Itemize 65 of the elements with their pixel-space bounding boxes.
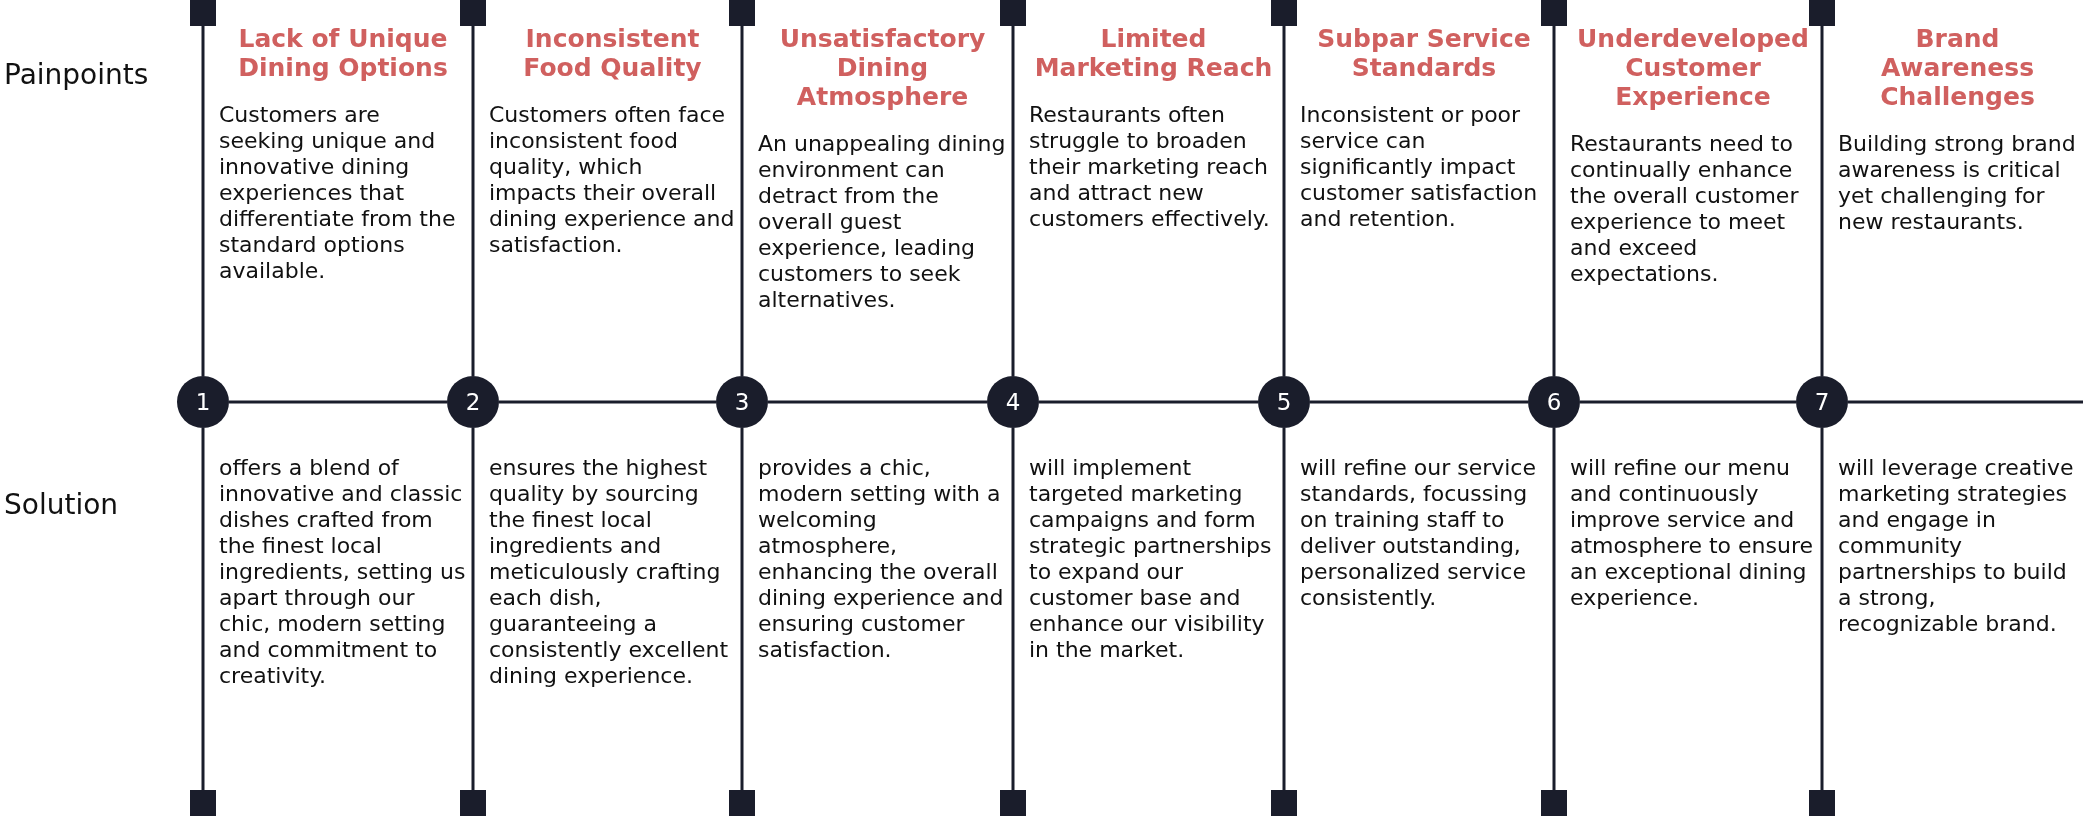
- painpoint-description: Customers often face inconsistent food quality, which impacts their overall dining experience and satisfaction.: [489, 102, 736, 258]
- step-number-circle: 5: [1258, 376, 1310, 428]
- connector-line: [1039, 400, 1258, 404]
- step-number-circle: 1: [177, 376, 229, 428]
- painpoint-description: Customers are seeking unique and innovative dining experiences that differentiate from the standard options available.: [219, 102, 457, 284]
- painpoint-description: Building strong brand awareness is critical yet challenging for new restaurants.: [1838, 131, 2077, 235]
- solution-description: will refine our service standards, focussing on training staff to deliver outstanding, personalized service consistently.: [1300, 455, 1537, 611]
- painpoint-description: An unappealing dining environment can detract from the overall guest experience, leading customers to seek alternatives.: [758, 131, 1007, 313]
- connector-line: [740, 428, 744, 790]
- connector-line: [201, 26, 205, 376]
- connector-line: [471, 428, 475, 790]
- connector-line: [471, 26, 475, 376]
- connector-line: [1011, 428, 1015, 790]
- solution-description: will leverage creative marketing strategies and engage in community partnerships to build a strong, recognizable brand.: [1838, 455, 2075, 637]
- connector-line: [768, 400, 987, 404]
- end-square: [460, 790, 486, 816]
- end-square: [1541, 790, 1567, 816]
- solution-description: ensures the highest quality by sourcing the finest local ingredients and meticulously crafting each dish, guaranteeing a consistently excellent dining experience.: [489, 455, 730, 689]
- step-number-circle: 2: [447, 376, 499, 428]
- connector-line: [229, 400, 447, 404]
- end-square: [1271, 790, 1297, 816]
- connector-line: [1310, 400, 1528, 404]
- end-square: [1809, 0, 1835, 26]
- step-number-circle: 4: [987, 376, 1039, 428]
- painpoint-heading: Lack of Unique Dining Options: [237, 24, 449, 82]
- connector-line: [1011, 26, 1015, 376]
- connector-line: [1848, 400, 2083, 404]
- solution-description: will implement targeted marketing campaigns and form strategic partnerships to expand our customer base and enhance our visibility in the market.: [1029, 455, 1273, 663]
- painpoint-heading: Inconsistent Food Quality: [522, 24, 703, 82]
- connector-line: [1552, 26, 1556, 376]
- painpoint-heading: Subpar Service Standards: [1316, 24, 1532, 82]
- connector-line: [1282, 428, 1286, 790]
- end-square: [1000, 0, 1026, 26]
- connector-line: [1820, 26, 1824, 376]
- connector-line: [201, 428, 205, 790]
- painpoint-heading: Unsatisfactory Dining Atmosphere: [778, 24, 987, 111]
- step-number-circle: 3: [716, 376, 768, 428]
- painpoint-description: Inconsistent or poor service can significantly impact customer satisfaction and retention.: [1300, 102, 1539, 232]
- row-title: Painpoints: [4, 58, 149, 91]
- end-square: [729, 790, 755, 816]
- painpoint-description: Restaurants often struggle to broaden their marketing reach and attract new customers effectively.: [1029, 102, 1271, 232]
- connector-line: [1580, 400, 1796, 404]
- end-square: [460, 0, 486, 26]
- connector-line: [1552, 428, 1556, 790]
- solution-description: offers a blend of innovative and classic dishes crafted from the finest local ingredients, setting us apart through our chic, modern setting and commitment to creativity.: [219, 455, 467, 689]
- end-square: [1541, 0, 1567, 26]
- connector-line: [1282, 26, 1286, 376]
- end-square: [729, 0, 755, 26]
- end-square: [190, 790, 216, 816]
- painpoint-heading: Limited Marketing Reach: [1033, 24, 1274, 82]
- step-number-circle: 7: [1796, 376, 1848, 428]
- end-square: [1271, 0, 1297, 26]
- painpoint-heading: Brand Awareness Challenges: [1879, 24, 2036, 111]
- end-square: [1000, 790, 1026, 816]
- connector-line: [740, 26, 744, 376]
- connector-line: [1820, 428, 1824, 790]
- step-number-circle: 6: [1528, 376, 1580, 428]
- end-square: [190, 0, 216, 26]
- painpoint-heading: Underdeveloped Customer Experience: [1576, 24, 1810, 111]
- row-title: Solution: [4, 488, 119, 521]
- solution-description: provides a chic, modern setting with a welcoming atmosphere, enhancing the overall dining experience and ensuring customer satisfaction.: [758, 455, 1005, 663]
- connector-line: [499, 400, 716, 404]
- solution-description: will refine our menu and continuously improve service and atmosphere to ensure an exceptional dining experience.: [1570, 455, 1815, 611]
- end-square: [1809, 790, 1835, 816]
- painpoint-description: Restaurants need to continually enhance the overall customer experience to meet and exceed expectations.: [1570, 131, 1800, 287]
